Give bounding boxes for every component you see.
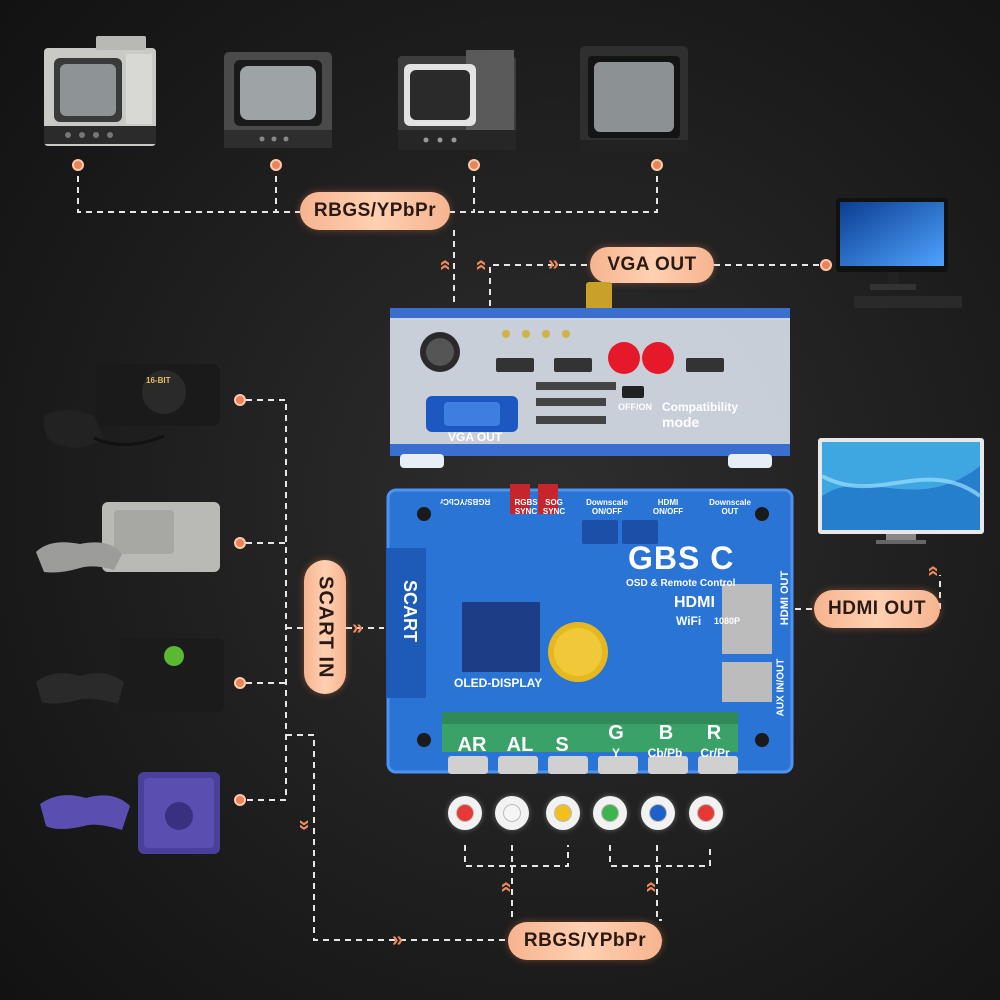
rgbs-bottom-label: RBGS/YPbPr [508, 922, 662, 960]
crt-monitor-4 [580, 46, 688, 152]
terminal-label: AR [457, 734, 487, 756]
crt-monitor-1 [44, 36, 156, 146]
chevron-up-icon: » [433, 265, 456, 271]
chevron-up-icon: » [639, 887, 662, 893]
console-badge: 16-BIT [146, 376, 171, 385]
scart-in-label: SCART IN [304, 560, 346, 694]
chevron-up-icon: » [494, 887, 517, 893]
compatibility-mode-label: mode [662, 414, 700, 430]
rca-jack-icon [448, 796, 482, 830]
terminal-sub-label: Y [611, 746, 620, 760]
chevron-right-icon: » [392, 929, 403, 951]
chevron-up-icon: » [469, 265, 492, 271]
crt-monitor-3 [398, 50, 516, 150]
crt-monitor-2 [224, 52, 332, 148]
rca-jack-core [554, 804, 572, 822]
board-top-label: SOG SYNC [542, 498, 566, 516]
vga-out-label: VGA OUT [590, 247, 714, 283]
gbs-logo: GBS C [628, 540, 735, 576]
compatibility-label: Compatibility [662, 400, 739, 414]
port-dot [234, 677, 246, 689]
xbox-console [36, 638, 224, 712]
gamecube-console [40, 772, 220, 854]
oled-display-label: OLED-DISPLAY [454, 676, 543, 690]
chevron-right-icon: » [352, 617, 363, 639]
chevron-up-icon: » [921, 571, 944, 577]
scart-label: SCART [400, 580, 420, 642]
gbs-case-top [390, 282, 790, 468]
hdmi-tv [818, 438, 984, 544]
terminal-label: R [706, 722, 722, 744]
rca-jack-icon [689, 796, 723, 830]
gbs-board [386, 484, 794, 774]
rca-jack-core [503, 804, 521, 822]
chevron-down-icon: » [293, 819, 316, 825]
rca-jack-icon [641, 796, 675, 830]
terminal-label: B [658, 722, 674, 744]
rca-jack-core [456, 804, 474, 822]
board-top-label: Downscale OUT [709, 498, 751, 516]
playstation-console [36, 502, 220, 573]
wifi-word: WiFi [676, 614, 702, 628]
hdmi-out-label: HDMI OUT [814, 590, 940, 628]
rca-jack-icon [546, 796, 580, 830]
chevron-right-icon: » [548, 253, 559, 275]
gbs-logo-sub: OSD & Remote Control [626, 578, 736, 589]
rca-jack-core [697, 804, 715, 822]
terminal-label: AL [506, 734, 534, 756]
rca-jack-icon [593, 796, 627, 830]
terminal-sub-label: Cr/Pr [700, 746, 730, 760]
board-top-label: RGBS SYNC [514, 498, 538, 516]
port-dot [651, 159, 663, 171]
port-dot [234, 794, 246, 806]
rgbs-top-label: RBGS/YPbPr [300, 192, 450, 230]
aux-label: AUX IN/OUT [775, 658, 787, 717]
port-dot [72, 159, 84, 171]
port-dot [820, 259, 832, 271]
board-top-label: RGBS/YCbCr [440, 497, 491, 506]
port-dot [270, 159, 282, 171]
board-hdmi-out-label: HDMI OUT [779, 570, 792, 626]
port-dot [468, 159, 480, 171]
board-top-label: Downscale ON/OFF [586, 498, 628, 516]
vga-monitor [836, 198, 962, 308]
rca-jack-core [649, 804, 667, 822]
genesis-console [43, 364, 220, 448]
resolution-label: 1080P [714, 616, 741, 626]
port-dot [234, 537, 246, 549]
port-dot [234, 394, 246, 406]
terminal-label: S [555, 734, 569, 756]
terminal-label: G [608, 722, 624, 744]
terminal-sub-label: Cb/Pb [647, 746, 683, 760]
hdmi-word: HDMI [674, 594, 715, 611]
off-on-switch-label: OFF/ON [618, 402, 652, 412]
vga-port-label: VGA OUT [448, 430, 503, 444]
board-top-label: HDMI ON/OFF [652, 498, 684, 516]
rca-jack-icon [495, 796, 529, 830]
rca-jack-core [601, 804, 619, 822]
